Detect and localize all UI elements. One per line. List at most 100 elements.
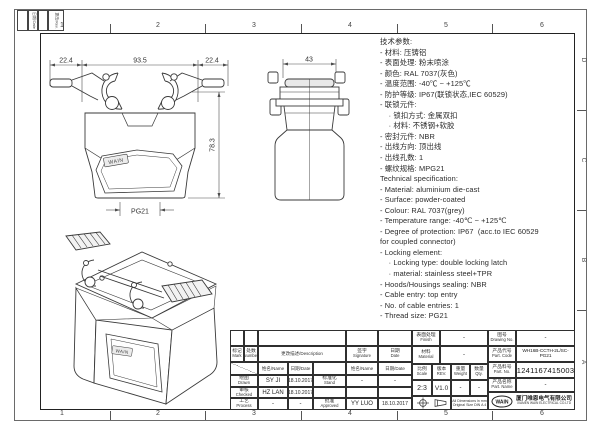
wain-molded-logo-text: WAIN <box>108 157 124 166</box>
dimension-note-cell: All Dimensions in mm Original Size DIN A… <box>451 396 488 410</box>
corner-stamp: 日期/Date 更改/Rev. <box>17 10 64 31</box>
stand-date: - <box>378 375 412 387</box>
front-dimension-labels: 22.4 93.5 22.4 78.3 PG21 <box>59 58 219 216</box>
part-name-label-cn: 产品名称 <box>492 380 512 386</box>
spec-line: - Hoods/Housings sealing: NBR <box>380 279 487 289</box>
revision-cell-empty <box>258 330 346 346</box>
weight-label-cn: 重量 <box>455 367 466 373</box>
zone-number-bottom: 3 <box>252 410 256 417</box>
isometric-view: WAIN <box>65 231 218 405</box>
number-label-en: Number <box>244 353 258 359</box>
projection-symbol-icon <box>416 397 446 409</box>
spec-line: - Material: aluminium die-cast <box>380 184 480 194</box>
name-subheader: 姓名/Name <box>258 362 288 375</box>
material-label-en: Material <box>418 354 434 360</box>
weight-label-en: Weight <box>454 371 467 377</box>
zone-letter-right: C <box>580 157 587 163</box>
spec-line: - 螺纹规格: MPG21 <box>380 163 445 173</box>
zone-letter-right: A <box>580 359 587 365</box>
stamp-cell-empty <box>38 10 48 31</box>
spec-line: for coupled connector) <box>380 237 456 247</box>
iso-hood-outline <box>73 251 218 405</box>
dim-label: 93.5 <box>133 58 147 65</box>
drawing-no-label-en: Drawing No. <box>490 337 514 343</box>
spec-line: · 锁扣方式: 金属双扣 <box>380 110 458 120</box>
spec-line: - Cable entry: top entry <box>380 290 458 300</box>
zone-tick <box>110 24 111 33</box>
rev-value: V1.0 <box>432 380 451 396</box>
revision-cell-empty <box>346 330 378 346</box>
finish-value: - <box>440 330 488 346</box>
checked-label-en: Checked <box>235 391 253 397</box>
date-subheader: 日期/Date <box>288 362 313 375</box>
zone-tick <box>492 24 493 33</box>
mark-label-cn: 标记 <box>232 349 242 355</box>
date-label-en: Date <box>390 353 400 359</box>
spec-line: - 出线方向: 顶出线 <box>380 142 442 152</box>
dim-label: PG21 <box>131 209 149 216</box>
drawing-no-value: - <box>516 330 575 346</box>
approved-label-cn: 批准 <box>324 399 335 405</box>
stand-label-cn: 标准化 <box>322 376 337 382</box>
weight-value: - <box>451 380 470 396</box>
spec-line: - 温度范围: -40℃ ~ +125℃ <box>380 79 471 89</box>
stamp-date-label: 日期/Date <box>31 12 36 29</box>
spec-line: - 材料: 压铸铝 <box>380 47 427 57</box>
zone-tick <box>577 310 586 311</box>
zone-tick <box>492 411 493 420</box>
name-subheader: 姓名/Name <box>346 362 378 375</box>
front-view: 22.4 93.5 22.4 78.3 PG21 WAIN <box>49 58 229 216</box>
zone-tick <box>397 411 398 420</box>
zone-number-top: 1 <box>60 22 64 29</box>
spec-line: - Thread size: PG21 <box>380 311 448 321</box>
part-no-label-en: Part. No. <box>493 369 511 375</box>
zone-tick <box>205 24 206 33</box>
zone-letter-right: B <box>580 257 587 263</box>
spec-line: - 出线孔数: 1 <box>380 153 424 163</box>
material-label-cn: 材料 <box>421 350 431 356</box>
checked-name: HZ LAN <box>258 387 288 398</box>
process-name: - <box>258 398 288 410</box>
qty-value: - <box>470 380 488 396</box>
subheader-empty <box>313 362 346 375</box>
checked-date: 18.10.2017 <box>288 387 313 398</box>
side-dimension-arrows <box>283 62 336 66</box>
signature-label-cn: 签字 <box>357 349 367 355</box>
checked-label-cn: 审核 <box>239 387 249 393</box>
technical-specification: 技术参数: - 材料: 压铸铝 - 表面处理: 粉末喷涂 - 颜色: RAL 7… <box>380 37 572 322</box>
finish-label-cn: 表面处理 <box>416 333 436 339</box>
drawn-date: 18.10.2017 <box>288 375 313 387</box>
revision-cell-empty <box>230 330 244 346</box>
part-name-label-en: Part. Name <box>491 384 513 390</box>
revision-cell-empty <box>244 330 258 346</box>
wain-molded-logo-text: WAIN <box>115 348 129 355</box>
company-name-cn: 厦门唯恩电气有限公司 <box>516 395 572 402</box>
scale-label-cn: 比例 <box>417 367 427 373</box>
dim-label: 22.4 <box>59 58 73 65</box>
zone-tick <box>397 24 398 33</box>
spec-line: - Locking element: <box>380 247 443 257</box>
zone-tick <box>301 24 302 33</box>
zone-number-bottom: 2 <box>156 410 160 417</box>
spec-line: - Surface: powder-coated <box>380 195 466 205</box>
material-value: - <box>440 346 488 364</box>
dimension-note-line1: All Dimensions in mm <box>452 398 487 403</box>
dim-label: 22.4 <box>205 58 219 65</box>
process-date: - <box>288 398 313 410</box>
description-header: 更改描述/Description <box>258 346 346 362</box>
zone-number-top: 4 <box>348 22 352 29</box>
zone-tick <box>301 411 302 420</box>
part-name-value: - <box>516 378 575 392</box>
cell-empty <box>378 387 412 398</box>
